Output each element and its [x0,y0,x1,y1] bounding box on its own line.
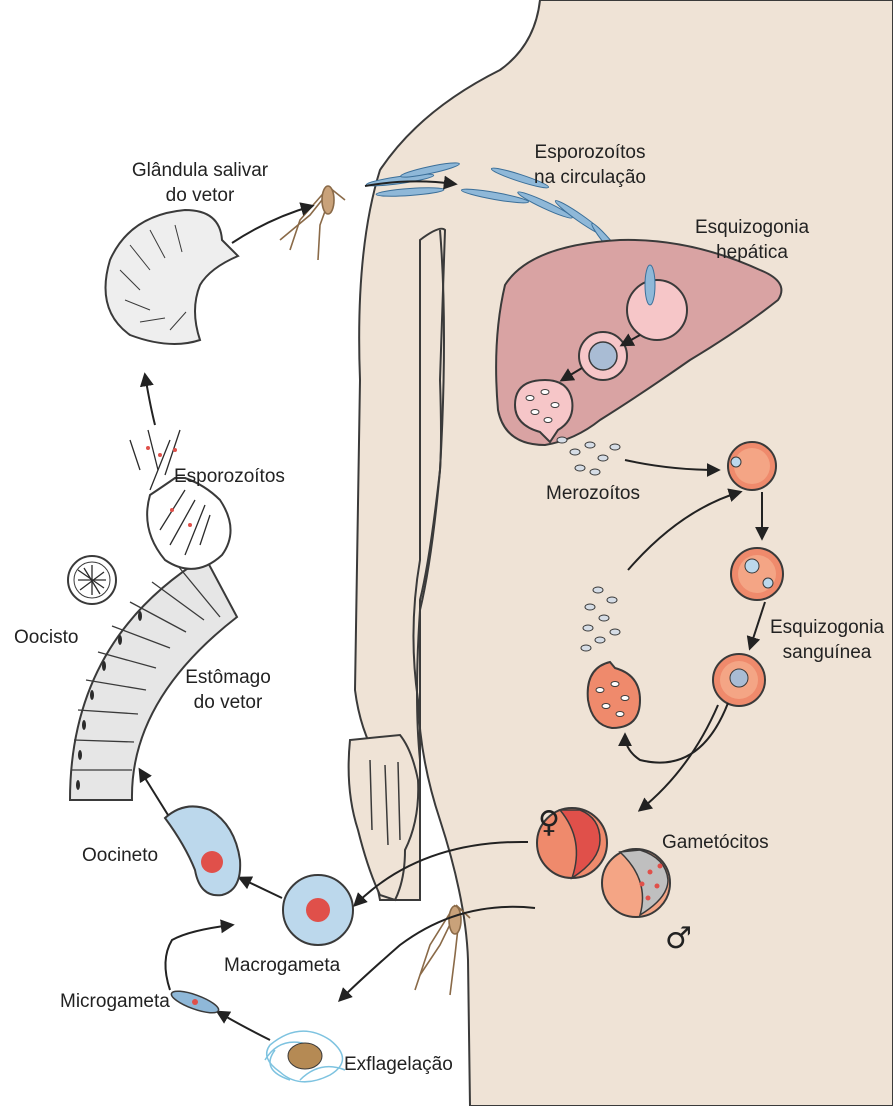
arrow-gland-to-bite [232,206,312,243]
label-ookinete: Oocineto [82,845,158,866]
sporozoite-entering-icon [645,265,655,305]
label-salivary-gland-line1: Glândula salivar [132,160,269,181]
salivary-gland [106,210,239,344]
label-liver-schizogony-line1: Esquizogonia [695,217,810,238]
label-sporozoites-circulation-line2: na circulação [534,167,646,188]
label-stomach-line2: do vetor [194,692,263,713]
label-merozoites: Merozoítos [546,483,640,504]
label-sporozoites-circulation-line1: Esporozoítos [535,142,646,163]
label-sporozoites: Esporozoítos [174,466,285,487]
label-liver-schizogony-line2: hepática [716,242,788,263]
arrow-microgamete-to-macrogamete [165,925,232,990]
label-gametocytes: Gametócitos [662,832,769,853]
hepatic-cell-infected [627,280,687,340]
arrow-macrogamete-to-ookinete [240,878,282,898]
arrow-sporozoites-to-gland [145,375,155,425]
arrow-ookinete-to-stomach [140,770,168,815]
label-salivary-gland-line2: do vetor [166,185,235,206]
exflagellation-cell [265,1031,345,1082]
female-symbol-icon: ♀ [538,805,560,840]
mosquito-biting-arm-icon [280,186,345,260]
label-microgamete: Microgameta [60,991,170,1012]
male-symbol-icon: ♂ [665,921,692,956]
mosquito-taking-blood-icon [415,905,470,995]
label-stomach-line1: Estômago [185,667,271,688]
label-blood-schizogony-line1: Esquizogonia [770,617,885,638]
ookinete [165,806,240,895]
arrow-exflagellation-to-microgamete [218,1012,270,1040]
label-exflagellation: Exflagelação [344,1054,453,1075]
label-oocyst: Oocisto [14,627,78,648]
label-blood-schizogony-line2: sanguínea [783,642,872,663]
label-macrogamete: Macrogameta [224,955,341,976]
